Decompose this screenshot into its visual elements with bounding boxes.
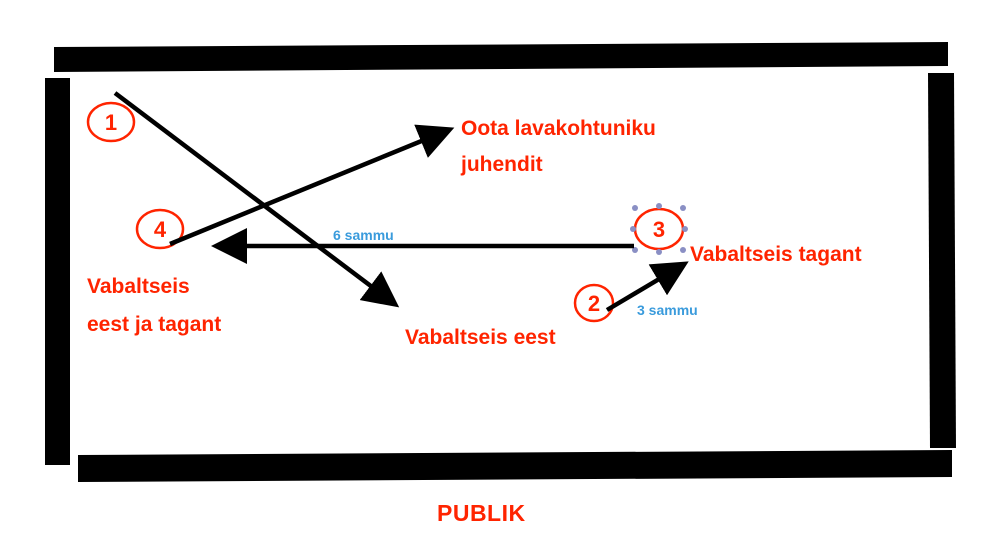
step-number-1: 1 — [104, 110, 118, 135]
step-number-4: 4 — [153, 217, 167, 242]
arrow-4-to-wait — [169, 124, 455, 247]
stage-wall-top — [54, 42, 948, 72]
stage-wall-right — [928, 73, 956, 448]
label-both-line2: eest ja tagant — [87, 313, 222, 336]
label-steps-6: 6 sammu — [333, 227, 394, 243]
step-number-3: 3 — [652, 217, 666, 242]
label-audience: PUBLIK — [437, 500, 526, 526]
step-circle-1 — [86, 101, 136, 143]
label-steps-3: 3 sammu — [637, 302, 698, 318]
stage-wall-left — [45, 78, 70, 465]
stage-wall-bottom — [78, 450, 952, 482]
step-number-2: 2 — [587, 291, 601, 316]
label-wait-line2: juhendit — [461, 153, 543, 176]
arrow-1-to-front — [113, 91, 400, 308]
label-back: Vabaltseis tagant — [690, 243, 862, 266]
label-front: Vabaltseis eest — [405, 326, 556, 349]
step-circle-4 — [135, 208, 185, 250]
step-circle-2 — [573, 283, 615, 323]
label-both-line1: Vabaltseis — [87, 275, 190, 298]
arrow-2-to-3 — [605, 261, 689, 312]
selection-handles — [630, 203, 688, 255]
label-wait-line1: Oota lavakohtuniku — [461, 117, 656, 140]
